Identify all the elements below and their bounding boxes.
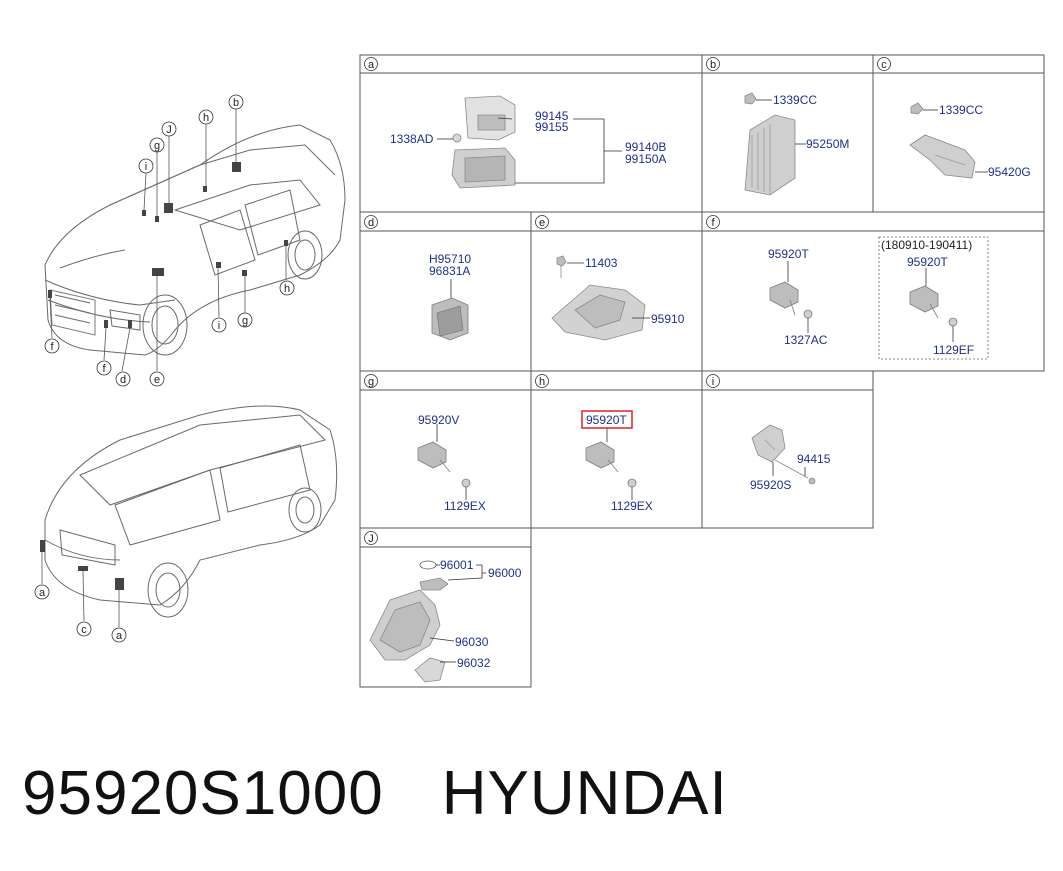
svg-text:e: e bbox=[154, 374, 160, 386]
highlight-box bbox=[581, 410, 633, 429]
part-95920V[interactable]: 95920V bbox=[418, 413, 459, 427]
svg-text:i: i bbox=[218, 320, 220, 332]
svg-text:f: f bbox=[102, 363, 106, 375]
part-1129EX-g[interactable]: 1129EX bbox=[444, 499, 486, 513]
panel-e-leaders bbox=[567, 262, 650, 319]
panel-f-drawing bbox=[769, 281, 958, 327]
panel-d-drawing bbox=[431, 297, 469, 341]
panel-c-label: c bbox=[881, 59, 887, 71]
panel-b-drawing bbox=[744, 92, 796, 196]
panel-c-drawing bbox=[909, 102, 976, 179]
vehicle-front-view bbox=[44, 124, 346, 356]
part-99145[interactable]: 99145 bbox=[535, 109, 569, 123]
vehicle-front-markers bbox=[48, 162, 288, 328]
footer-brand: HYUNDAI bbox=[441, 759, 728, 828]
part-95250M[interactable]: 95250M bbox=[806, 137, 849, 151]
panel-h-label: h bbox=[539, 376, 545, 388]
svg-text:J: J bbox=[166, 124, 172, 136]
svg-text:b: b bbox=[233, 97, 239, 109]
svg-text:h: h bbox=[284, 283, 290, 295]
vehicle-front-callout-labels: b h g J i f f d e i g h bbox=[50, 97, 290, 386]
footer-part-number: 95920S1000 bbox=[22, 759, 384, 828]
panel-i-leaders bbox=[772, 462, 806, 476]
panel-f-label: f bbox=[711, 217, 715, 229]
part-99155[interactable]: 99155 bbox=[535, 120, 569, 134]
panel-header-labels: a b c d e f g h i J bbox=[368, 59, 887, 545]
panel-a-label: a bbox=[368, 59, 375, 71]
vehicle-front-callouts bbox=[44, 94, 295, 387]
panel-d-label: d bbox=[368, 217, 374, 229]
panel-j-label: J bbox=[368, 533, 374, 545]
part-1339CC[interactable]: 1339CC bbox=[773, 93, 817, 107]
part-96032[interactable]: 96032 bbox=[457, 656, 491, 670]
svg-text:g: g bbox=[242, 315, 248, 327]
panel-g-label: g bbox=[368, 376, 374, 388]
part-96030[interactable]: 96030 bbox=[455, 635, 489, 649]
part-94415[interactable]: 94415 bbox=[797, 452, 831, 466]
vehicle-rear-leaders bbox=[41, 552, 120, 627]
panel-h-drawing bbox=[585, 441, 637, 488]
panel-header-badges bbox=[364, 57, 891, 545]
panel-g-leaders bbox=[436, 424, 467, 500]
svg-text:i: i bbox=[145, 161, 147, 173]
panel-j-drawing bbox=[369, 560, 449, 683]
svg-text:h: h bbox=[203, 112, 209, 124]
panel-a-leaders bbox=[437, 117, 622, 184]
part-1339CC-c[interactable]: 1339CC bbox=[939, 103, 983, 117]
panel-h-leaders bbox=[606, 428, 633, 500]
panel-f-variant-box bbox=[878, 236, 989, 360]
vehicle-front-leaders bbox=[49, 109, 287, 372]
svg-text:a: a bbox=[116, 630, 123, 642]
part-1129EF[interactable]: 1129EF bbox=[933, 343, 974, 357]
vehicle-rear-callouts bbox=[34, 584, 127, 643]
variant-date-range: (180910-190411) bbox=[881, 238, 972, 252]
part-96831A[interactable]: 96831A bbox=[429, 264, 470, 278]
panel-e-label: e bbox=[539, 217, 545, 229]
svg-text:d: d bbox=[120, 374, 126, 386]
part-95920T-variant[interactable]: 95920T bbox=[907, 255, 948, 269]
part-1129EX-h[interactable]: 1129EX bbox=[611, 499, 653, 513]
footer-caption: 95920S1000 HYUNDAI bbox=[22, 758, 728, 829]
svg-text:a: a bbox=[39, 587, 46, 599]
panel-i-label: i bbox=[712, 376, 714, 388]
part-99140B[interactable]: 99140B bbox=[625, 140, 666, 154]
part-95910[interactable]: 95910 bbox=[651, 312, 685, 326]
svg-text:f: f bbox=[50, 341, 54, 353]
part-H95710[interactable]: H95710 bbox=[429, 252, 471, 266]
panel-b-leaders bbox=[756, 99, 806, 145]
panel-i-drawing bbox=[751, 424, 816, 485]
part-11403[interactable]: 11403 bbox=[585, 256, 618, 270]
part-1327AC[interactable]: 1327AC bbox=[784, 333, 828, 347]
vehicle-rear-callout-labels: a c a bbox=[39, 587, 123, 642]
svg-text:g: g bbox=[154, 140, 160, 152]
panel-c-leaders bbox=[923, 109, 988, 173]
vehicle-rear-markers bbox=[40, 540, 124, 590]
panel-grid bbox=[359, 54, 1045, 688]
part-96001[interactable]: 96001 bbox=[440, 558, 474, 572]
svg-text:c: c bbox=[81, 624, 87, 636]
part-95920S[interactable]: 95920S bbox=[750, 478, 791, 492]
panel-j-leaders bbox=[429, 564, 486, 663]
panel-e-drawing bbox=[551, 255, 646, 341]
part-95920T-highlighted[interactable]: 95920T bbox=[586, 413, 627, 427]
panel-a-drawing bbox=[451, 95, 516, 189]
part-1338AD[interactable]: 1338AD bbox=[390, 132, 434, 146]
part-96000[interactable]: 96000 bbox=[488, 566, 522, 580]
panel-g-drawing bbox=[417, 441, 471, 488]
panel-f-leaders bbox=[787, 261, 954, 342]
part-95920T-f[interactable]: 95920T bbox=[768, 247, 809, 261]
vehicle-rear-view bbox=[44, 405, 338, 618]
panel-b-label: b bbox=[710, 59, 716, 71]
part-95420G[interactable]: 95420G bbox=[988, 165, 1031, 179]
part-99150A[interactable]: 99150A bbox=[625, 152, 666, 166]
